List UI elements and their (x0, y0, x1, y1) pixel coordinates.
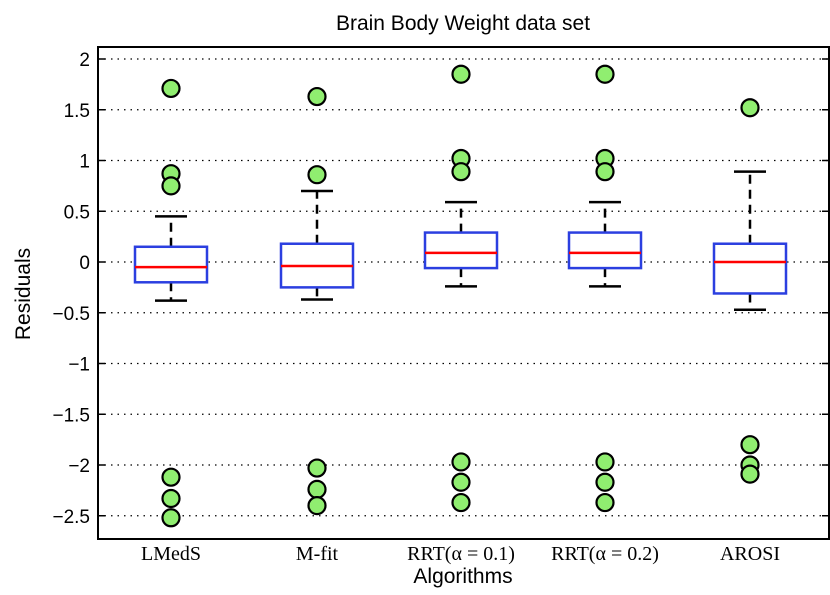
outlier-point (595, 472, 615, 492)
outlier-point (595, 452, 615, 472)
outlier-point (740, 435, 760, 455)
outlier-point (595, 64, 615, 84)
y-tick-label: 2 (79, 50, 90, 71)
y-tick-label: −2 (68, 456, 90, 477)
y-axis-label: Residuals (12, 248, 35, 340)
iqr-box (423, 231, 499, 270)
outlier-point (451, 162, 471, 182)
x-axis-categories: LMedS M-fit RRT(α = 0.1) RRT(α = 0.2) AROSI (141, 543, 780, 565)
outlier-point (161, 508, 181, 528)
box-group (279, 86, 355, 516)
y-tick-label: −1 (68, 355, 90, 376)
y-tick-label: 0.5 (64, 202, 90, 223)
x-category-label: M-fit (296, 543, 339, 565)
y-tick-label: −1.5 (52, 405, 90, 426)
outlier-point (307, 165, 327, 185)
x-axis-label: Algorithms (413, 565, 512, 588)
outlier-point (161, 488, 181, 509)
x-category-label: AROSI (720, 543, 780, 565)
outlier-point (595, 492, 615, 513)
outlier-point (161, 78, 181, 99)
outlier-point (161, 467, 181, 487)
box-group (712, 98, 788, 484)
box-series (133, 64, 788, 528)
outlier-point (451, 472, 471, 492)
y-tick-label: 0 (79, 253, 90, 274)
chart-title: Brain Body Weight data set (336, 12, 590, 35)
outlier-point (307, 86, 327, 107)
y-tick-label: 1.5 (64, 101, 90, 122)
outlier-point (451, 452, 471, 472)
outlier-point (451, 492, 471, 513)
outlier-point (740, 464, 760, 484)
x-category-label: RRT(α = 0.1) (407, 543, 515, 565)
y-axis-ticks: 2 1.5 1 0.5 0 −0.5 −1 −1.5 −2 −2.5 (52, 50, 829, 528)
outlier-point (595, 162, 615, 182)
iqr-box (567, 231, 643, 270)
iqr-box (133, 245, 209, 284)
y-tick-label: 1 (79, 152, 90, 173)
x-category-label: LMedS (141, 543, 201, 565)
box-group (567, 64, 643, 513)
y-tick-label: −0.5 (52, 304, 90, 325)
x-category-label: RRT(α = 0.2) (551, 543, 659, 565)
outlier-point (740, 98, 760, 118)
outlier-point (451, 64, 471, 84)
outlier-point (307, 479, 327, 499)
outlier-point (307, 496, 327, 516)
iqr-box (712, 242, 788, 295)
outlier-point (307, 458, 327, 478)
box-group (133, 78, 209, 528)
box-group (423, 64, 499, 513)
plot-frame (97, 46, 830, 540)
y-tick-label: −2.5 (52, 507, 90, 528)
outlier-point (161, 176, 181, 196)
